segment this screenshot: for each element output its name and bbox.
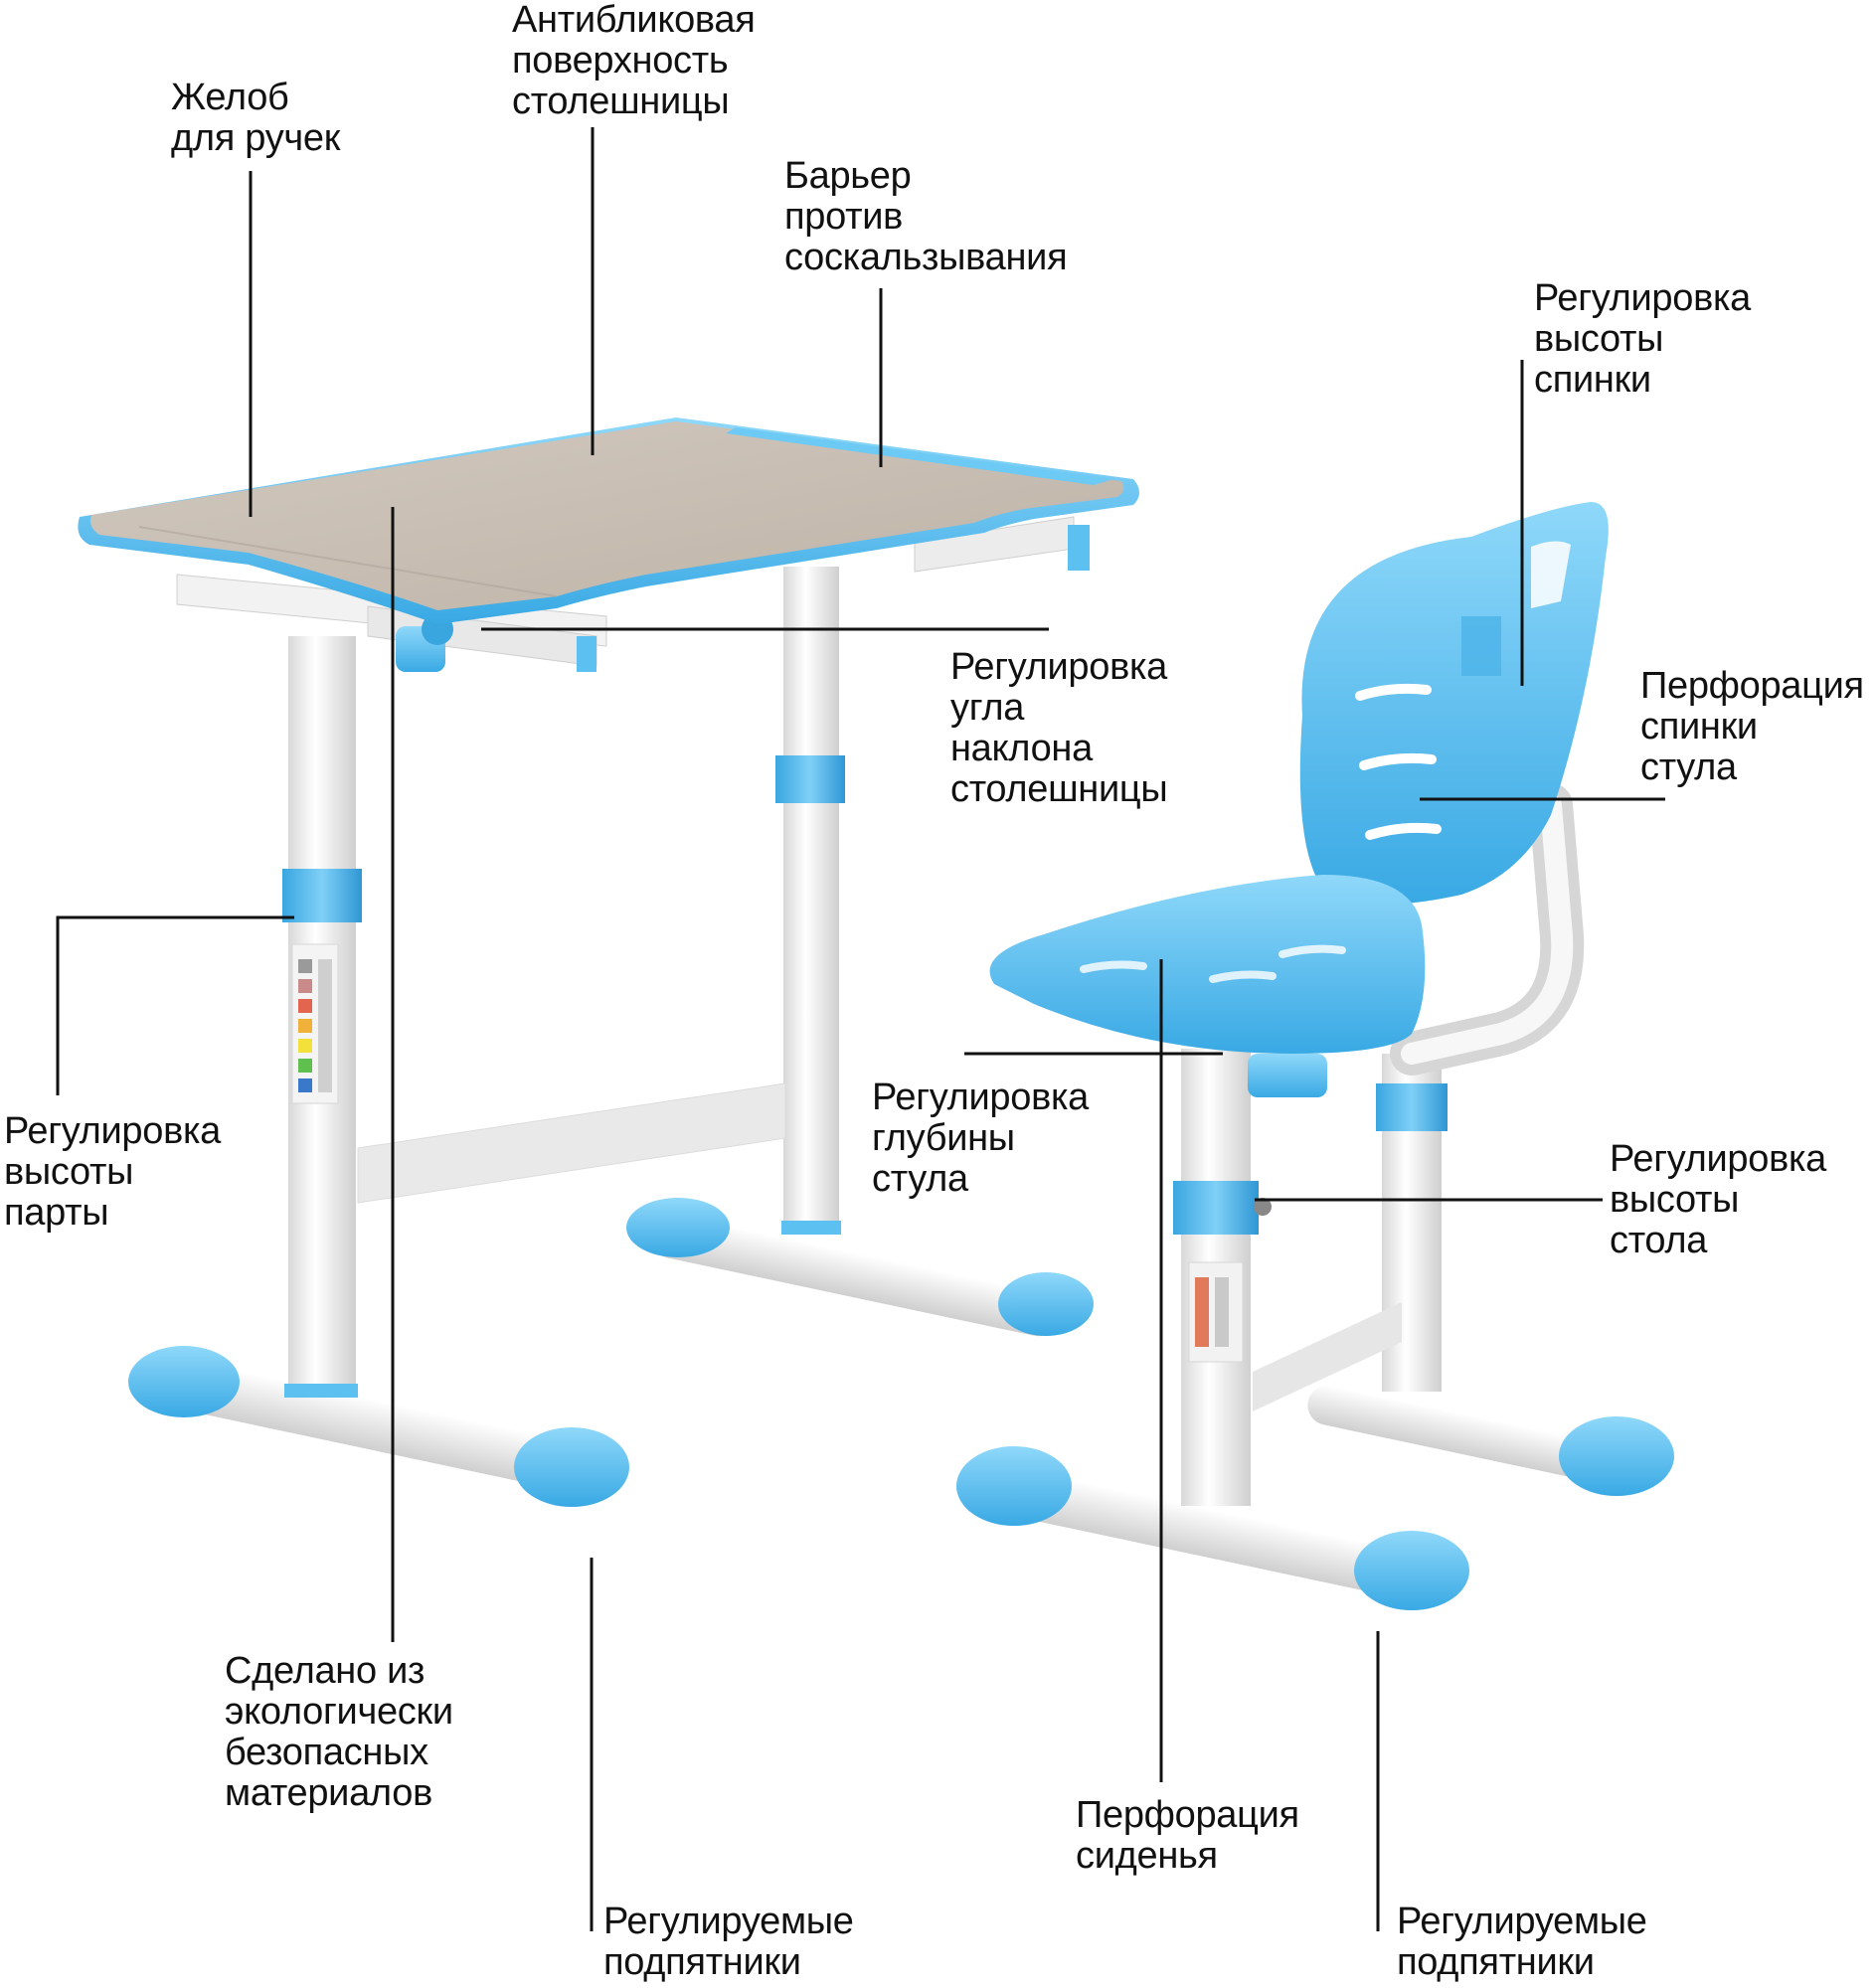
chair-front-foot <box>956 1446 1469 1610</box>
callout-line: подпятники <box>603 1941 801 1983</box>
callout-lines <box>56 127 1665 1931</box>
callout-eco-materials: Сделано из экологически безопасных матер… <box>225 1651 453 1814</box>
chair-front-height-clip <box>1173 1181 1259 1235</box>
callout-line: Регулировка <box>4 1110 221 1152</box>
callout-tabletop-angle: Регулировка угла наклона столешницы <box>950 646 1168 810</box>
callout-line: стола <box>1610 1220 1708 1261</box>
callout-line: спинки <box>1640 706 1758 747</box>
desk-front-foot <box>128 1346 629 1507</box>
callout-line: угла <box>950 687 1025 729</box>
callout-backrest-height: Регулировка высоты спинки <box>1534 278 1751 401</box>
callout-line: Желоб <box>171 77 289 118</box>
desk-rear-leg <box>783 567 839 1223</box>
callout-line: Антибликовая <box>512 0 756 41</box>
callout-line: высоты <box>1610 1179 1740 1221</box>
callout-line: безопасных <box>225 1732 428 1773</box>
callout-antiglare-surface: Антибликовая поверхность столешницы <box>512 0 756 122</box>
callout-line: Регулировка <box>872 1077 1089 1118</box>
callout-line: наклона <box>950 728 1093 769</box>
callout-line: соскальзывания <box>784 237 1068 278</box>
callout-seat-perforation: Перфорация сиденья <box>1076 1795 1299 1877</box>
callout-line: Сделано из <box>225 1650 426 1692</box>
callout-line: Барьер <box>784 155 912 197</box>
callout-line: высоты <box>1534 318 1664 360</box>
desk-height-scale <box>291 943 339 1104</box>
desk-height-leader <box>56 915 294 1095</box>
callout-line: высоты <box>4 1151 134 1193</box>
callout-line: Регулируемые <box>603 1901 854 1942</box>
callout-line: стула <box>1640 746 1737 788</box>
callout-line: Регулируемые <box>1397 1901 1647 1942</box>
chair-rear-foot <box>1307 1385 1674 1496</box>
callout-line: поверхность <box>512 40 729 82</box>
callout-line: парты <box>4 1192 109 1234</box>
desk <box>78 417 1139 1507</box>
callout-line: Регулировка <box>1610 1138 1826 1180</box>
callout-line: Перфорация <box>1076 1794 1299 1836</box>
callout-line: экологически <box>225 1691 453 1733</box>
callout-line: Регулировка <box>1534 277 1751 319</box>
callout-line: Регулировка <box>950 646 1167 688</box>
desk-crossbar <box>357 1082 786 1204</box>
callout-line: против <box>784 196 904 238</box>
seat-depth-knob <box>1248 1054 1327 1097</box>
callout-line: стула <box>872 1158 968 1200</box>
callout-desk-height: Регулировка высоты парты <box>4 1111 221 1234</box>
callout-line: глубины <box>872 1117 1015 1159</box>
callout-line: Перфорация <box>1640 665 1864 707</box>
callout-line: подпятники <box>1397 1941 1595 1983</box>
callout-pen-groove: Желоб для ручек <box>171 78 340 159</box>
callout-anti-slip-barrier: Барьер против соскальзывания <box>784 155 1068 278</box>
callout-line: столешницы <box>512 81 730 122</box>
desk-rear-height-clip <box>775 755 845 803</box>
desk-rear-foot <box>626 1198 1094 1337</box>
desk-tabletop <box>78 417 1139 624</box>
callout-line: спинки <box>1534 359 1651 401</box>
chair <box>956 502 1674 1610</box>
callout-seat-depth: Регулировка глубины стула <box>872 1077 1089 1200</box>
callout-chair-feet: Регулируемые подпятники <box>1397 1902 1647 1983</box>
callout-line: для ручек <box>171 117 341 159</box>
callout-line: сиденья <box>1076 1835 1218 1877</box>
chair-seat <box>989 875 1426 1054</box>
callout-chair-height: Регулировка высоты стола <box>1610 1139 1826 1261</box>
chair-rear-height-clip <box>1376 1083 1448 1131</box>
callout-desk-feet: Регулируемые подпятники <box>603 1902 854 1983</box>
callout-backrest-perforation: Перфорация спинки стула <box>1640 666 1864 788</box>
desk-front-height-clip <box>282 869 362 922</box>
callout-line: столешницы <box>950 768 1168 810</box>
chair-backrest <box>1299 502 1609 905</box>
callout-line: материалов <box>225 1772 432 1814</box>
